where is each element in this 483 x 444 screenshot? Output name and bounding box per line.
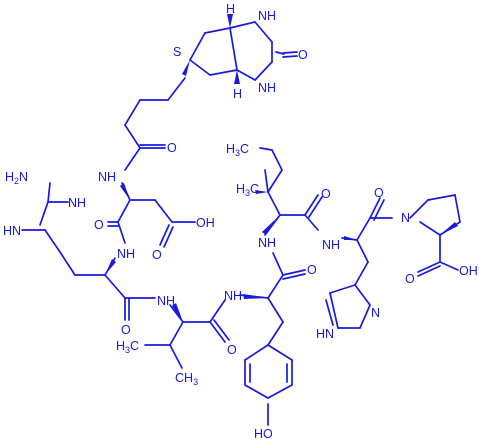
asp-nh-label: NH xyxy=(98,170,116,184)
atom-labels: S H H NH NH O O NH H2N NH HN NH O O OH O… xyxy=(3,2,478,441)
arg-carbonyl-oxygen: O xyxy=(121,323,131,337)
his-carbonyl-oxygen: O xyxy=(374,186,384,200)
imidazole-n-label: N xyxy=(371,306,380,320)
guanidine-hn-label: HN xyxy=(3,224,21,238)
biotin-nh-bottom-label: NH xyxy=(258,81,276,95)
imidazole-hn-label: HN xyxy=(316,327,334,341)
val-ch3-label: CH3 xyxy=(175,371,198,387)
sulfur-atom: S xyxy=(173,45,181,59)
bond-lines xyxy=(21,21,461,426)
biotin-carbonyl-oxygen: O xyxy=(298,48,308,62)
stereo-h-bottom-label: H xyxy=(233,87,242,101)
asp-acid-oh: OH xyxy=(196,216,215,230)
val-nh-label: NH xyxy=(157,294,175,308)
val-h3c-label: H3C xyxy=(116,339,139,355)
pro-acid-oxygen: O xyxy=(405,272,415,286)
pro-acid-oh: OH xyxy=(459,264,478,278)
guanidine-imine-label: NH xyxy=(68,196,86,210)
amide1-oxygen: O xyxy=(167,141,177,155)
his-nh-label: NH xyxy=(322,238,340,252)
biotin-nh-top-label: NH xyxy=(258,9,276,23)
ile-h3c-methyl-label: H3C xyxy=(236,182,259,198)
val-carbonyl-oxygen: O xyxy=(227,343,237,357)
ile-nh-label: NH xyxy=(258,236,276,250)
tyr-hydroxyl-label: HO xyxy=(254,427,273,441)
tyr-carbonyl-oxygen: O xyxy=(307,263,317,277)
guanidine-nh2-label: H2N xyxy=(5,170,28,186)
arg-nh-label: NH xyxy=(117,247,135,261)
tyr-nh-label: NH xyxy=(224,289,242,303)
asp-acid-oxygen: O xyxy=(152,248,162,262)
stereo-h-top-label: H xyxy=(226,2,235,16)
asp-carbonyl-oxygen: O xyxy=(94,218,104,232)
stereo-bonds xyxy=(105,14,458,322)
ile-carbonyl-oxygen: O xyxy=(321,187,331,201)
ile-h3c-ethyl-label: H3C xyxy=(226,142,249,158)
pro-n-label: N xyxy=(401,211,410,225)
